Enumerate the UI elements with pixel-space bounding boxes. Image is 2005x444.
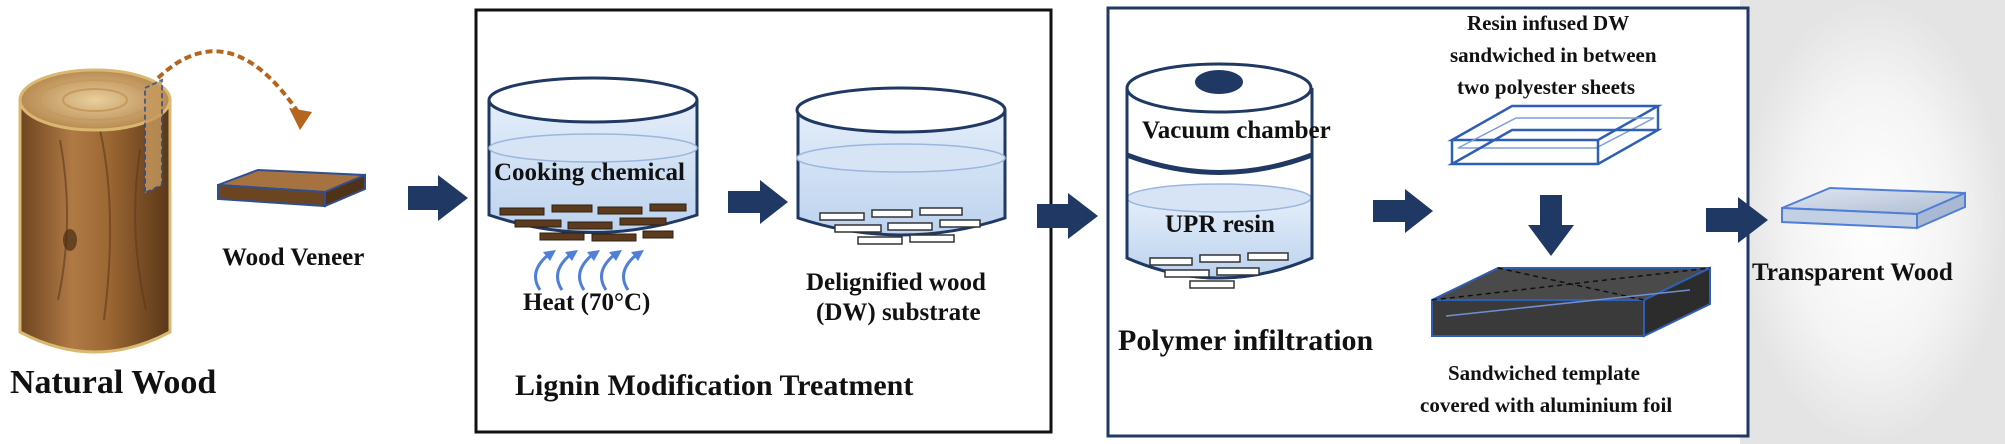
natural-wood-log: [18, 49, 312, 354]
heat-label: Heat (70°C): [523, 289, 650, 316]
wood-veneer-label: Wood Veneer: [222, 244, 364, 271]
resin-infused-line1: Resin infused DW: [1467, 11, 1629, 35]
delignified-label-line1: Delignified wood: [806, 269, 986, 296]
resin-infused-line2: sandwiched in between: [1450, 43, 1657, 67]
vacuum-chamber: [1125, 62, 1314, 289]
arrow-1: [408, 175, 468, 221]
resin-infused-line3: two polyester sheets: [1457, 75, 1635, 99]
arrow-4: [1373, 189, 1433, 233]
vacuum-lid-knob: [1195, 70, 1243, 94]
arrow-2: [728, 180, 788, 224]
heat-arrows: [534, 253, 637, 291]
foil-template: [1431, 266, 1711, 338]
natural-wood-label: Natural Wood: [10, 364, 216, 401]
lignin-treatment-title: Lignin Modification Treatment: [515, 369, 913, 402]
transparent-wood-label: Transparent Wood: [1752, 259, 1953, 286]
resin-strips: [1149, 252, 1289, 289]
sandwiched-template-line2: covered with aluminium foil: [1420, 393, 1672, 417]
polyester-sandwich: [1447, 104, 1663, 166]
arrow-down: [1528, 195, 1574, 256]
delignified-label-line2: (DW) substrate: [816, 299, 981, 326]
sandwiched-template-line1: Sandwiched template: [1448, 361, 1640, 385]
upr-resin-label: UPR resin: [1165, 211, 1275, 238]
cooking-beaker: [487, 76, 699, 242]
wood-strips-brown: [499, 203, 687, 242]
polymer-infiltration-label: Polymer infiltration: [1118, 324, 1374, 357]
arrow-3: [1037, 193, 1098, 239]
vacuum-chamber-label: Vacuum chamber: [1142, 117, 1331, 144]
delignified-beaker: [795, 86, 1007, 245]
heat-arrowheads: [543, 250, 644, 261]
arrow-5: [1706, 197, 1768, 243]
wood-veneer: [217, 168, 366, 208]
cooking-chemical-label: Cooking chemical: [494, 159, 685, 186]
transparent-wood: [1781, 186, 1966, 230]
wood-strips-white: [819, 207, 981, 245]
